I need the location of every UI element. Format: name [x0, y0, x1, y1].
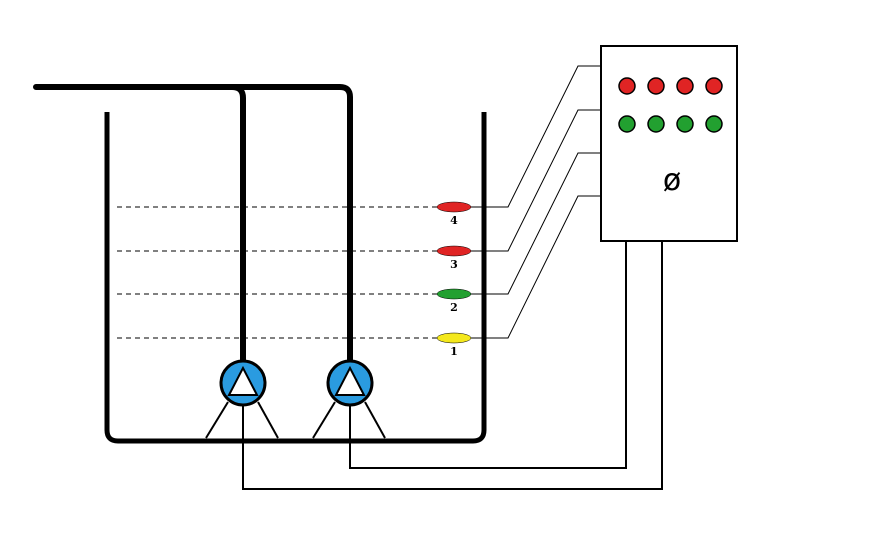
level-lines: [117, 206, 440, 339]
level-sensor-label: 1: [450, 345, 458, 358]
pump-1: [205, 359, 279, 439]
level-sensor-4: 4: [436, 201, 472, 227]
sensor-wires: [470, 65, 601, 339]
pump-riser-pipe: [231, 84, 246, 370]
level-sensor-label: 2: [450, 301, 458, 314]
control-panel: ø: [600, 45, 738, 242]
pump-power-cables: [242, 242, 663, 490]
level-sensor-label: 4: [450, 214, 458, 227]
level-sensor-2: 2: [436, 288, 472, 314]
level-sensor-label: 3: [450, 258, 458, 271]
pump-triangle-icon: [227, 365, 259, 396]
level-sensor-1: 1: [436, 332, 472, 358]
pump-2: [312, 359, 386, 439]
tank: [104, 112, 487, 444]
red-indicator-lamps: [618, 77, 723, 95]
discharge-pipe: [33, 84, 353, 373]
pump-triangle-icon: [334, 365, 366, 396]
green-indicator-lamps: [618, 115, 723, 133]
level-sensor-3: 3: [436, 245, 472, 271]
panel-symbol: ø: [663, 163, 681, 198]
